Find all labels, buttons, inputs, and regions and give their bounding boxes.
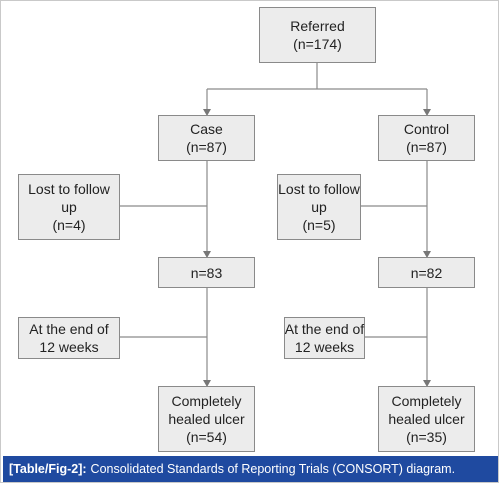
node-healed-case-count: (n=54) — [186, 429, 227, 445]
figure-caption: [Table/Fig-2]: Consolidated Standards of… — [3, 456, 498, 482]
node-healed-case: Completely healed ulcer (n=54) — [158, 386, 255, 452]
node-case-count: (n=87) — [186, 139, 227, 155]
node-n-control: n=82 — [378, 257, 475, 288]
node-referred-title: Referred — [290, 18, 345, 34]
node-end-case-line2: 12 weeks — [39, 339, 99, 355]
node-n-control-count: n=82 — [410, 264, 443, 281]
node-lost-control: Lost to follow up (n=5) — [277, 174, 361, 240]
node-healed-case-line2: healed ulcer — [168, 411, 245, 427]
node-case-title: Case — [190, 121, 223, 137]
node-case: Case (n=87) — [158, 115, 255, 161]
node-lost-case-count: (n=4) — [52, 217, 86, 233]
node-healed-control-line1: Completely — [391, 393, 462, 409]
node-lost-case-line2: up — [61, 199, 77, 215]
node-lost-control-count: (n=5) — [302, 217, 336, 233]
node-control-title: Control — [403, 121, 450, 137]
node-control: Control (n=87) — [378, 115, 475, 161]
node-healed-control: Completely healed ulcer (n=35) — [378, 386, 475, 452]
node-lost-control-line1: Lost to follow — [278, 181, 360, 197]
node-lost-control-line2: up — [311, 199, 327, 215]
node-n-case-count: n=83 — [190, 264, 223, 281]
node-end-control-line1: At the end of — [284, 321, 365, 337]
node-end-case-line1: At the end of — [29, 321, 109, 337]
node-end-case: At the end of 12 weeks — [18, 317, 120, 359]
node-end-control-line2: 12 weeks — [294, 339, 355, 355]
node-healed-case-line1: Completely — [171, 393, 242, 409]
node-referred: Referred (n=174) — [259, 7, 376, 63]
node-healed-control-count: (n=35) — [406, 429, 447, 445]
node-end-control: At the end of 12 weeks — [284, 317, 365, 359]
node-lost-case-line1: Lost to follow — [28, 181, 110, 197]
node-control-count: (n=87) — [406, 139, 447, 155]
figure-caption-text: Consolidated Standards of Reporting Tria… — [90, 462, 456, 476]
node-lost-case: Lost to follow up (n=4) — [18, 174, 120, 240]
node-healed-control-line2: healed ulcer — [388, 411, 465, 427]
node-referred-count: (n=174) — [293, 36, 342, 52]
node-n-case: n=83 — [158, 257, 255, 288]
figure-caption-label: [Table/Fig-2]: — [9, 462, 87, 476]
